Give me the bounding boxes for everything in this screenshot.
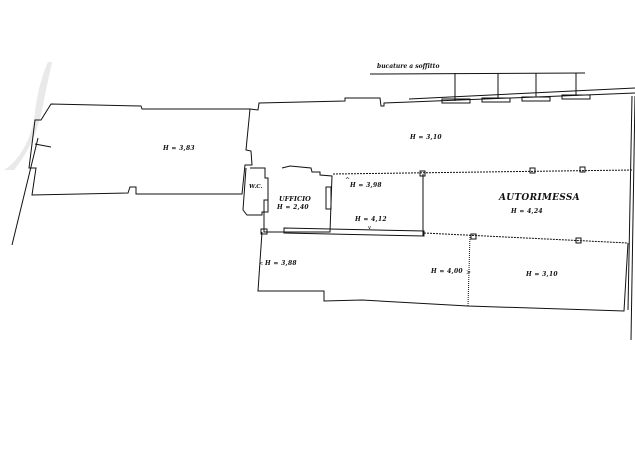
- ceiling-openings-label: bucature a soffitto: [377, 63, 440, 70]
- arrow-right-mark: >: [466, 269, 471, 276]
- height-label-mid-room: H = 3,98: [350, 182, 382, 189]
- height-label-lower-right: H = 3,10: [526, 271, 558, 278]
- skylight-3: [521, 96, 551, 102]
- pillar: [575, 237, 582, 244]
- room-name-autorimessa: AUTORIMESSA: [499, 193, 580, 203]
- height-label-lower-left: H = 3,88: [265, 260, 297, 267]
- arrow-down-mark: v: [368, 225, 371, 231]
- wall-left-hall: [28, 103, 253, 196]
- dashed-partition-top: [332, 169, 633, 175]
- corridor-wall: [283, 227, 425, 237]
- wall-right-outer: [630, 95, 635, 341]
- pillar: [529, 167, 536, 174]
- height-label-ufficio: H = 2,40: [277, 204, 309, 211]
- arrow-left-mark: <: [259, 261, 263, 267]
- room-name-ufficio: UFFICIO: [279, 195, 311, 203]
- wall-ufficio: [263, 165, 333, 233]
- height-label-mid-room-lower: H = 4,12: [355, 216, 387, 223]
- height-label-upper-hall: H = 3,10: [410, 134, 442, 141]
- ufficio-window: [325, 186, 332, 210]
- door-swing-left-hall: [34, 143, 52, 148]
- wall-wc: [242, 167, 269, 216]
- paper-shadow: [4, 62, 52, 170]
- boundary-line-left: [11, 137, 39, 246]
- room-name-wc: W.C.: [249, 184, 263, 190]
- pillar: [579, 166, 586, 173]
- ceiling-openings-leader: [369, 72, 586, 75]
- height-label-lower-mid: H = 4,00: [431, 268, 463, 275]
- wall-upper-top-2: [408, 87, 635, 100]
- skylight-4: [561, 94, 591, 100]
- dashed-partition-lower: [423, 232, 629, 244]
- wall-lower-block: [257, 231, 629, 312]
- pillar: [260, 228, 268, 235]
- arrow-up-mark: ^: [345, 177, 350, 184]
- skylight-1: [441, 98, 471, 104]
- wall-upper-hall: [249, 97, 411, 111]
- pillar: [470, 233, 477, 240]
- height-label-autorimessa: H = 4,24: [511, 208, 543, 215]
- height-label-left-hall: H = 3,83: [163, 145, 195, 152]
- pillar: [419, 170, 426, 177]
- skylight-2: [481, 97, 511, 103]
- wall-right: [627, 95, 633, 311]
